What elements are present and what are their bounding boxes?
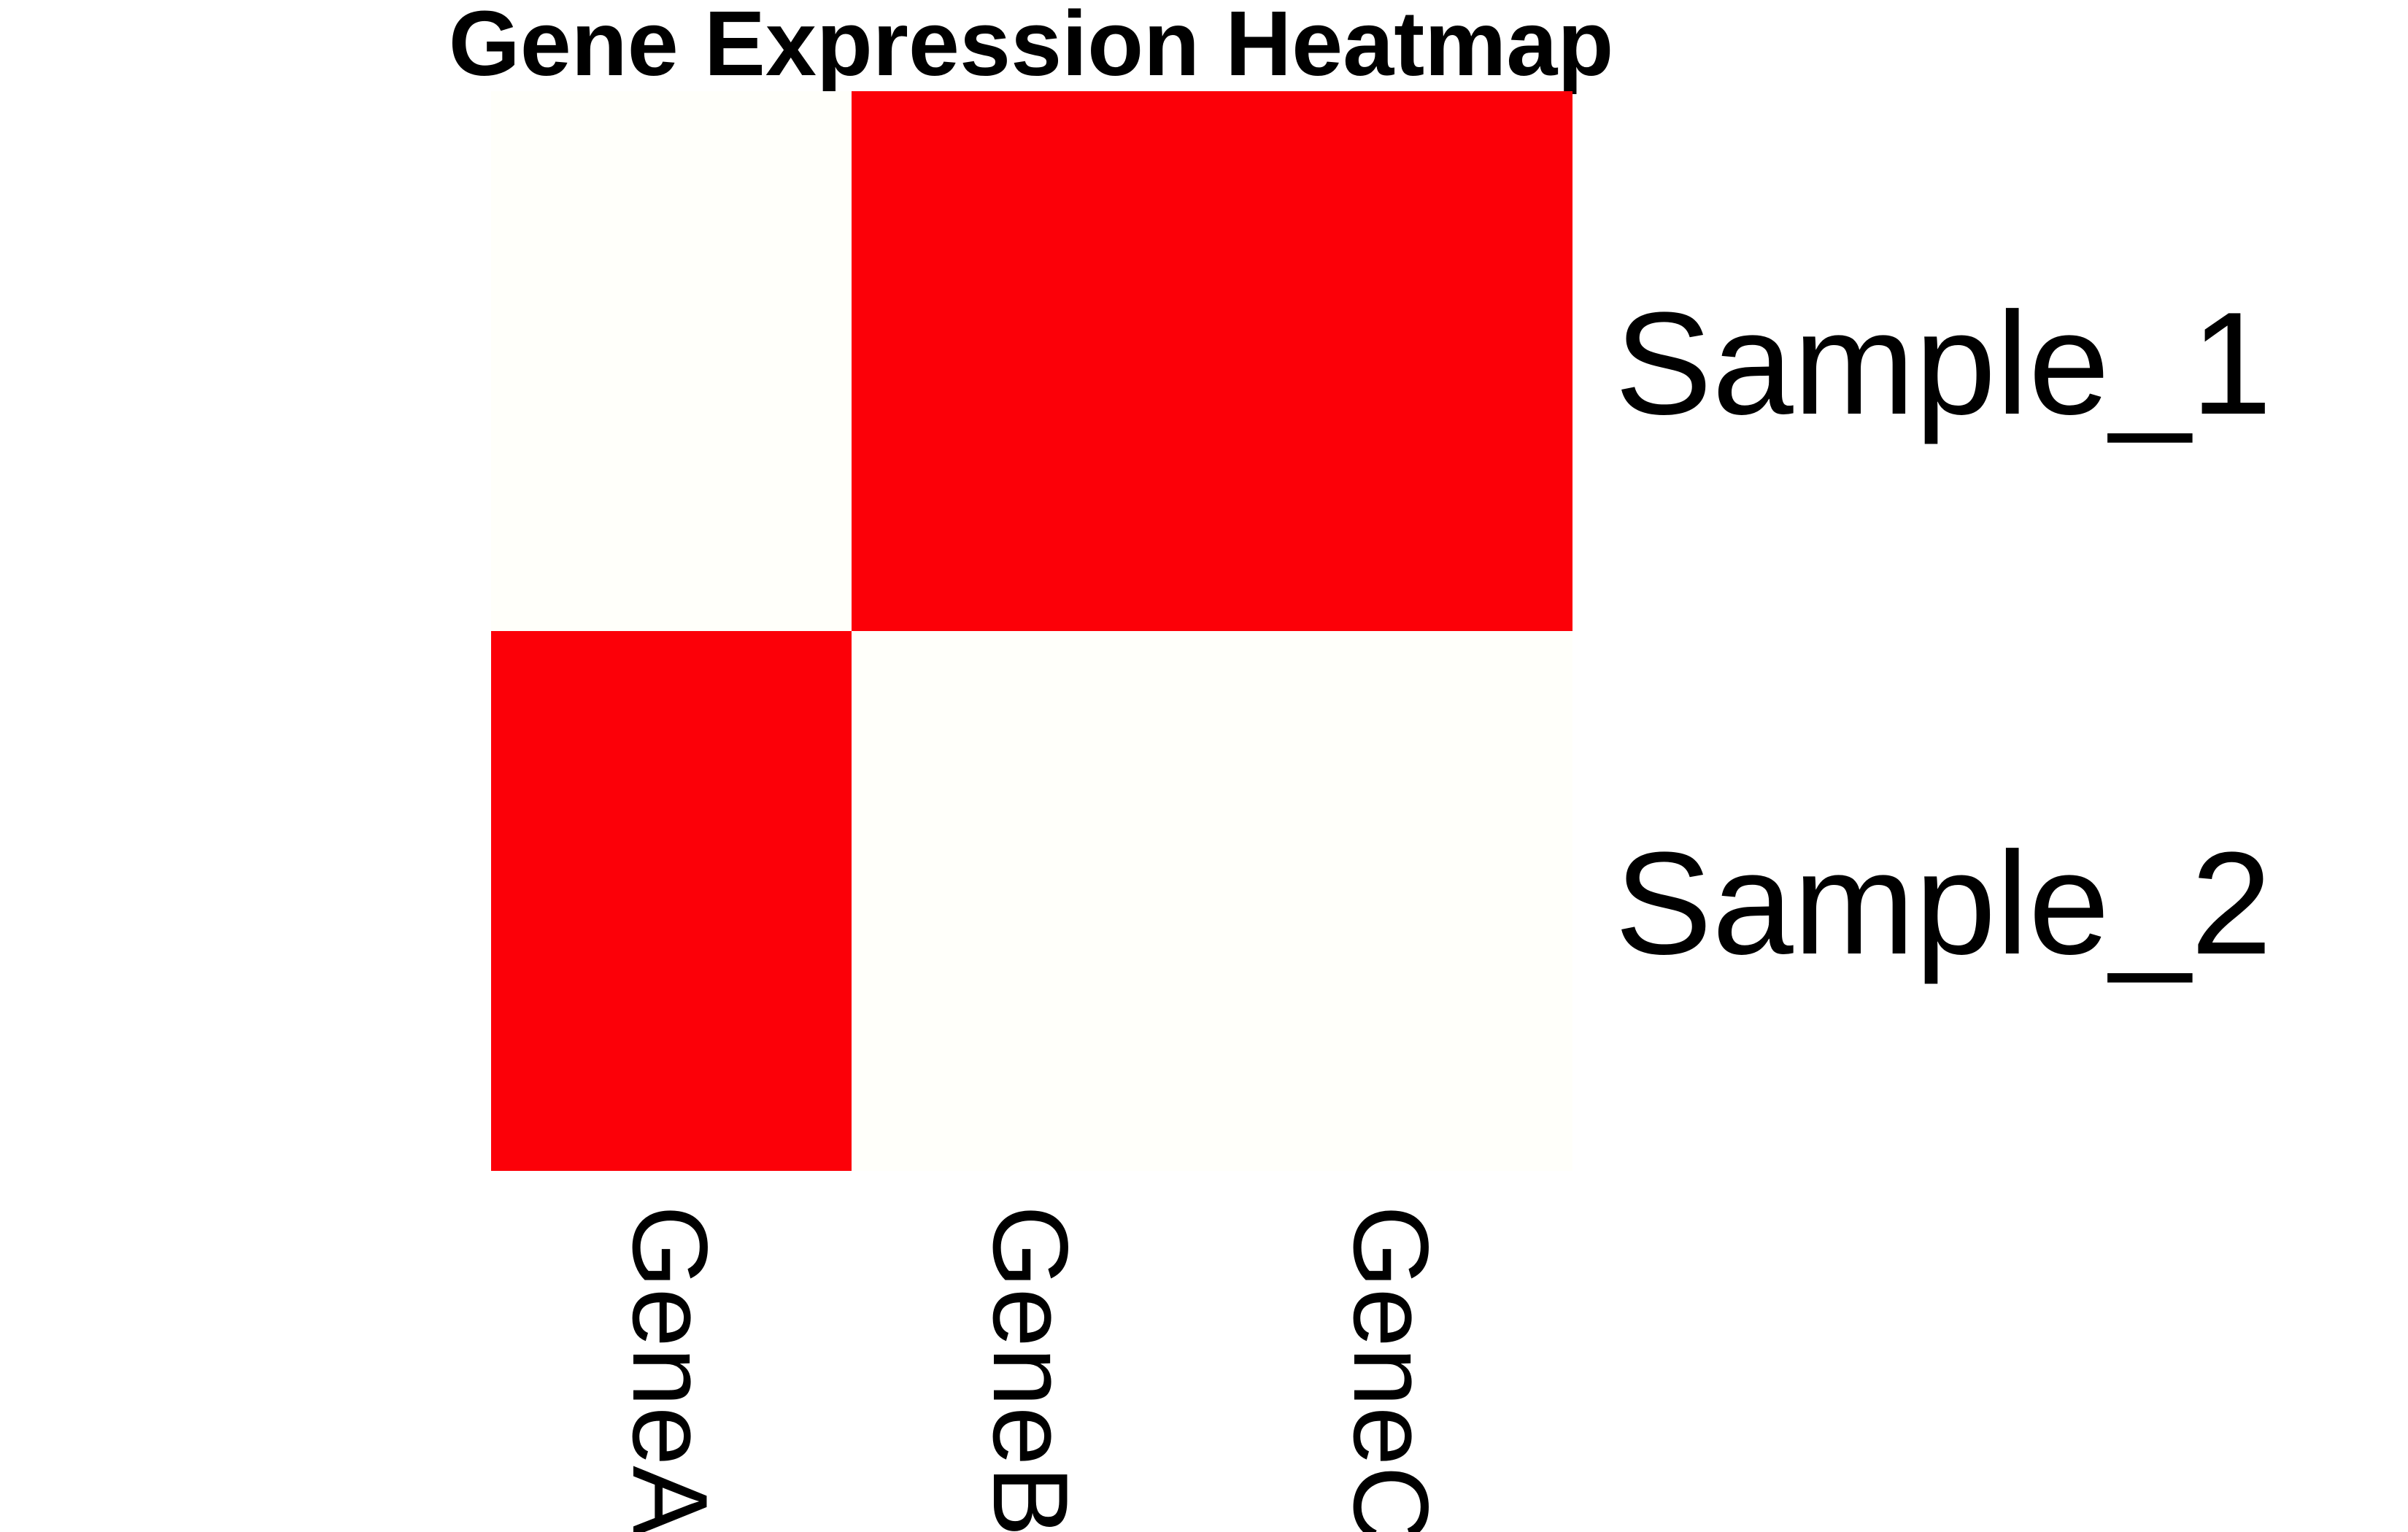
column-label-genea: GeneA [611, 1205, 730, 1532]
column-labels: GeneA GeneB GeneC [611, 1205, 1451, 1532]
heatmap-cell-sample_2-genea [491, 631, 852, 1171]
heatmap-cells [491, 91, 1572, 1171]
heatmap-cell-sample_1-genea [491, 91, 852, 631]
row-label-sample_1: Sample_1 [1615, 282, 2272, 445]
heatmap-cell-sample_1-genec [1212, 91, 1572, 631]
heatmap-cell-sample_1-geneb [852, 91, 1212, 631]
heatmap-cell-sample_2-genec [1212, 631, 1572, 1171]
row-label-sample_2: Sample_2 [1615, 822, 2272, 985]
heatmap-cell-sample_2-geneb [852, 631, 1212, 1171]
column-label-genec: GeneC [1332, 1205, 1451, 1532]
column-label-geneb: GeneB [971, 1205, 1090, 1532]
chart-title: Gene Expression Heatmap [449, 0, 1614, 95]
